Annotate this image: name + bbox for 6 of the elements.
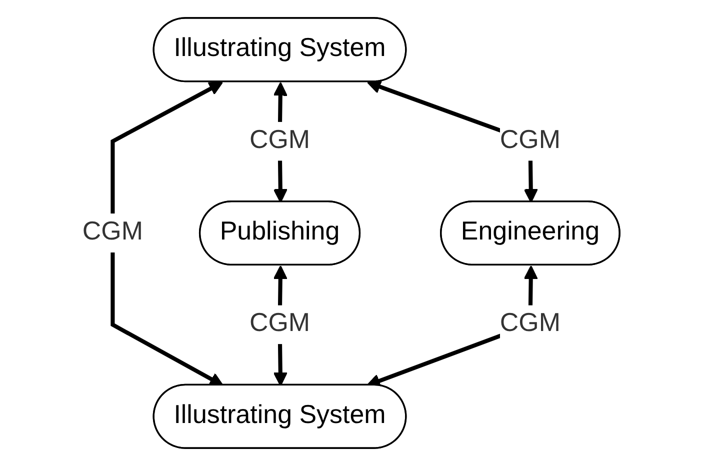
- edge-label: CGM: [249, 310, 310, 338]
- edge-label: CGM: [500, 310, 561, 338]
- edge-label: CGM: [500, 126, 561, 154]
- edge-label: CGM: [249, 126, 310, 154]
- edge-label: CGM: [82, 218, 143, 246]
- arrow: [110, 82, 224, 386]
